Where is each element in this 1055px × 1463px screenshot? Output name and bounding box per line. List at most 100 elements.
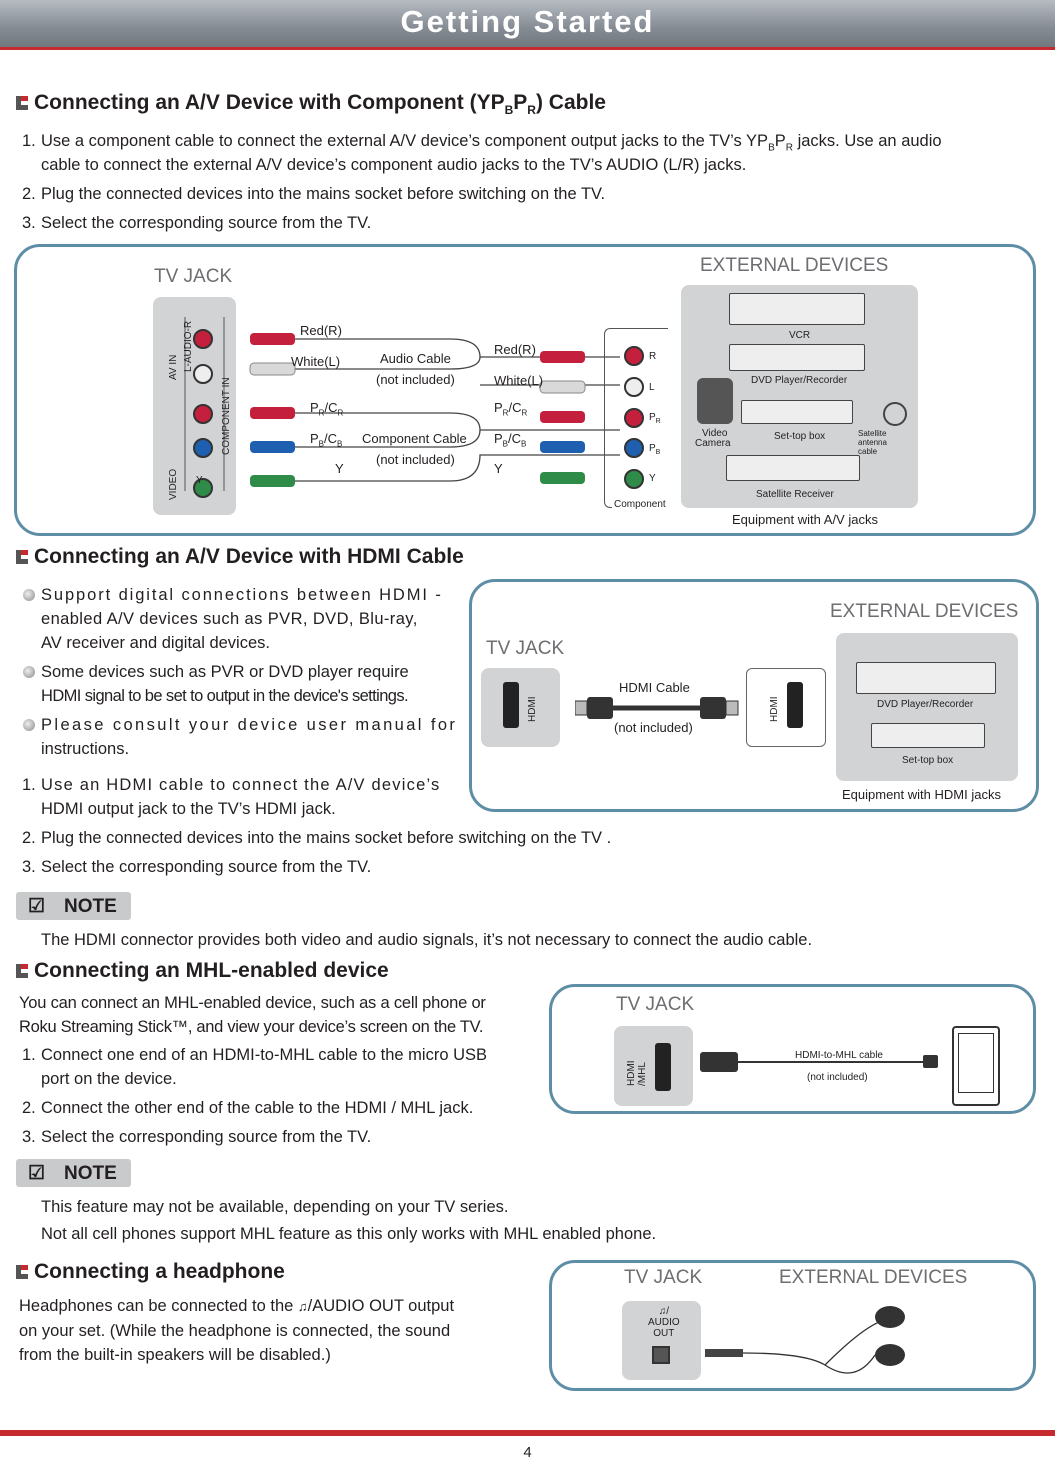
mhl-steps: You can connect an MHL-enabled device, s… — [0, 991, 545, 1151]
step-text: cable to connect the external A/V device… — [41, 156, 747, 174]
bullet-dot-icon — [23, 589, 35, 601]
white-label-left: White(L) — [291, 354, 341, 369]
page-number: 4 — [523, 1444, 532, 1461]
note-badge-hdmi: ☑ NOTE — [16, 892, 131, 920]
step-number: 1. — [22, 132, 36, 150]
satellite-receiver-label: Satellite Receiver — [756, 489, 834, 500]
hdmi-mhl-port-label: HDMI /MHL — [626, 1060, 648, 1086]
left-plugs — [249, 333, 296, 487]
jack-pr — [193, 404, 213, 424]
section-bullet-icon — [16, 1265, 28, 1279]
hdmi-port-label: HDMI — [769, 696, 780, 722]
section-bullet-icon — [16, 550, 28, 564]
mhl-cable-note: (not included) — [807, 1072, 868, 1083]
white-label-right: White(L) — [494, 373, 544, 388]
satellite-dish-icon — [883, 402, 907, 426]
checkbox-icon: ☑ — [28, 896, 46, 917]
headphone-text: Headphones can be connected to the ♫/AUD… — [19, 1297, 455, 1364]
hdmi-steps: 2. Plug the connected devices into the m… — [0, 826, 700, 882]
video-label: VIDEO — [168, 468, 179, 500]
note-badge-mhl: ☑ NOTE — [16, 1159, 131, 1187]
mhl-cable-drawing — [700, 1052, 938, 1072]
settop-box-device — [741, 400, 853, 424]
page-title: Getting Started — [400, 4, 655, 39]
audio-cable-note: (not included) — [376, 372, 455, 387]
bullet-dot-icon — [23, 666, 35, 678]
hdmi-bullets: Support digital connections between HDMI… — [0, 583, 470, 823]
hdmi-cable-label: HDMI Cable — [619, 680, 690, 695]
component-steps: 1. Use a component cable to connect the … — [0, 129, 1055, 239]
component-diagram-panel — [14, 244, 1036, 536]
bullet-dot-icon — [23, 719, 35, 731]
phone-icon — [952, 1026, 1000, 1106]
equipment-av-label: Equipment with A/V jacks — [732, 512, 878, 527]
audio-jack-icon — [652, 1346, 670, 1364]
settop-box-device — [871, 723, 985, 748]
device-jack-y-label: Y — [649, 473, 656, 484]
section-title-component: Connecting an A/V Device with Component … — [16, 91, 606, 117]
tv-hdmi-jack-panel — [481, 668, 560, 747]
pr-cr-label-right: PR/CR — [494, 400, 528, 418]
dvd-device — [856, 662, 996, 694]
step-text: Select the corresponding source from the… — [41, 214, 372, 232]
bullet-text: AV receiver and digital devices. — [41, 634, 270, 652]
bullet-text: Please consult your device user manual f… — [41, 716, 458, 734]
bullet-text: enabled A/V devices such as PVR, DVD, Bl… — [41, 610, 418, 628]
step-text: Use a component cable to connect the ext… — [41, 132, 942, 154]
component-label: Component — [612, 499, 668, 510]
jack-audio-l — [193, 364, 213, 384]
right-plugs — [539, 351, 586, 484]
pb-cb-label-left: PB/CB — [310, 431, 343, 449]
dvd-device — [729, 344, 865, 371]
checkbox-icon: ☑ — [28, 1163, 46, 1184]
y-label-left: Y — [335, 461, 344, 476]
hdmi-cable-note: (not included) — [614, 720, 693, 735]
device-jack-pb-label: PB — [649, 443, 661, 456]
bullet-text: HDMI signal to be set to output in the d… — [41, 687, 409, 705]
header-bar — [0, 0, 1055, 50]
component-in-label: COMPONENT IN — [221, 377, 232, 455]
intro-text: You can connect an MHL-enabled device, s… — [19, 994, 486, 1012]
step-number: 3. — [22, 1128, 36, 1146]
step-text: Select the corresponding source from the… — [41, 858, 372, 876]
step-text: Use an HDMI cable to connect the A/V dev… — [41, 776, 441, 794]
hdmi-mhl-port-icon — [655, 1043, 671, 1091]
section-title-headphone: Connecting a headphone — [16, 1260, 285, 1284]
audio-cable-label: Audio Cable — [380, 351, 451, 366]
tv-jack-label: TV JACK — [486, 638, 565, 659]
section-bullet-icon — [16, 964, 28, 978]
intro-text: Roku Streaming Stick™, and view your dev… — [19, 1018, 484, 1036]
device-jack-r-label: R — [649, 351, 657, 362]
settop-box-label: Set-top box — [902, 755, 954, 766]
step-text: Plug the connected devices into the main… — [41, 829, 612, 847]
tv-mhl-jack-panel — [614, 1026, 693, 1106]
hdmi-diagram-panel — [469, 579, 1039, 812]
vcr-device — [729, 293, 865, 325]
hdmi-devices-box — [836, 633, 1018, 781]
device-jack-l-label: L — [649, 382, 655, 393]
jack-y — [193, 478, 213, 498]
pb-cb-label-right: PB/CB — [494, 431, 527, 449]
pr-cr-label-left: PR/CR — [310, 400, 344, 418]
step-text: Plug the connected devices into the main… — [41, 185, 606, 203]
tv-audio-out-panel — [622, 1301, 701, 1380]
device-component-jacks — [624, 346, 644, 489]
step-number: 1. — [22, 776, 36, 794]
headphone-diagram-panel — [549, 1260, 1036, 1391]
step-number: 2. — [22, 1099, 36, 1117]
video-camera-label: Camera — [695, 438, 731, 449]
headphone-icon: ♫ — [297, 1299, 308, 1314]
audio-out-label: ♫/ AUDIO OUT — [648, 1306, 680, 1339]
step-number: 3. — [22, 214, 36, 232]
external-devices-label: EXTERNAL DEVICES — [700, 255, 889, 276]
component-wiring — [184, 317, 620, 498]
component-cable-note: (not included) — [376, 452, 455, 467]
bullet-text: Support digital connections between HDMI… — [41, 586, 443, 604]
external-devices-label: EXTERNAL DEVICES — [779, 1267, 968, 1288]
jack-pb — [193, 438, 213, 458]
note-text-mhl: Not all cell phones support MHL feature … — [41, 1225, 657, 1243]
video-camera-label: Video — [702, 428, 728, 439]
device-hdmi-jack-panel — [746, 668, 826, 747]
red-label-right: Red(R) — [494, 342, 536, 357]
headphone-drawing — [705, 1306, 905, 1374]
